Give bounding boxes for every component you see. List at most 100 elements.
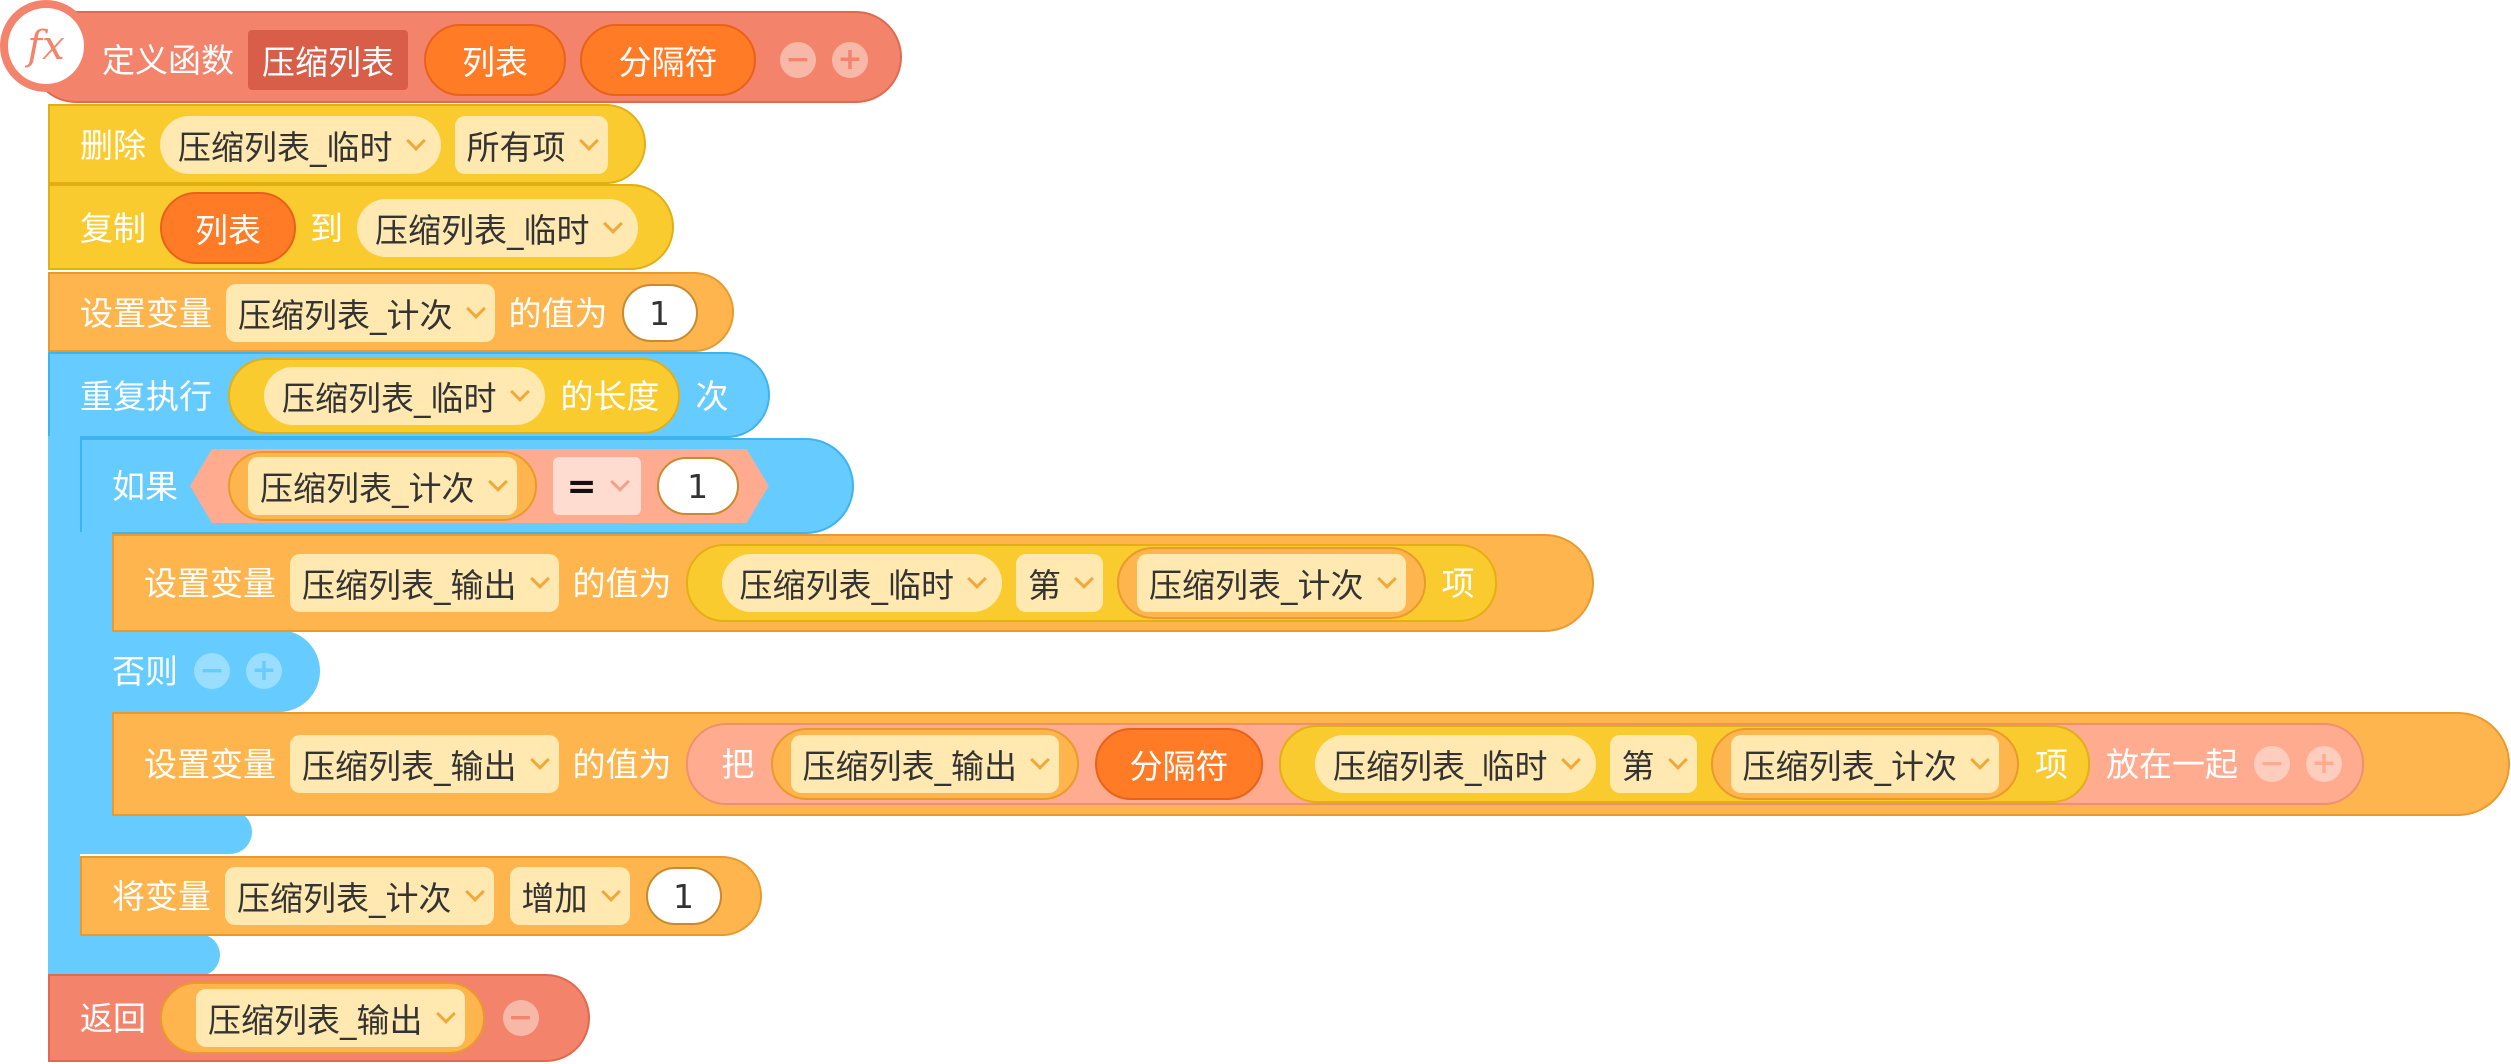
nth-dropdown[interactable]: 第: [1016, 554, 1103, 612]
chevron-down-icon: [509, 382, 530, 402]
add-branch-button[interactable]: +: [246, 653, 282, 689]
value-input[interactable]: 1: [621, 284, 698, 342]
repeat-block-arm: [48, 436, 80, 972]
variable-reporter[interactable]: 压缩列表_计次: [228, 451, 537, 521]
variable-dropdown-label: 压缩列表_输出: [802, 747, 1018, 786]
compare-value-input[interactable]: 1: [657, 457, 739, 515]
separator-param-reporter[interactable]: 分隔符: [1095, 728, 1263, 800]
list-param-reporter[interactable]: 列表: [160, 192, 296, 264]
list-dropdown-label: 压缩列表_临时: [1333, 747, 1548, 786]
variable-dropdown-label: 压缩列表_计次: [1742, 747, 1958, 786]
operator-dropdown[interactable]: =: [553, 457, 641, 515]
variable-dropdown-label: 压缩列表_计次: [237, 879, 452, 918]
join-reporter[interactable]: 把 压缩列表_输出 分隔符 压缩列表_临时 第 压缩列表_计次: [685, 723, 2364, 805]
add-join-item-button[interactable]: +: [2306, 746, 2342, 782]
chevron-down-icon: [435, 1004, 456, 1024]
remove-return-button[interactable]: −: [502, 1000, 539, 1036]
variable-dropdown[interactable]: 压缩列表_计次: [1137, 554, 1406, 612]
chevron-down-icon: [1970, 750, 1990, 770]
change-variable-row: 将变量 压缩列表_计次 增加 1: [112, 865, 722, 927]
chevron-down-icon: [602, 214, 623, 234]
function-name-field[interactable]: 压缩列表: [248, 30, 408, 90]
chevron-down-icon: [529, 569, 550, 589]
return-label: 返回: [80, 998, 146, 1038]
chevron-down-icon: [1030, 750, 1050, 770]
variable-dropdown[interactable]: 压缩列表_计次: [225, 867, 494, 925]
nth-dropdown-label: 第: [1028, 566, 1061, 605]
variable-dropdown[interactable]: 压缩列表_输出: [790, 735, 1059, 793]
then-set-row: 设置变量 压缩列表_输出 的值为 压缩列表_临时 第 压缩列表_计次 项: [144, 544, 1497, 622]
list-dropdown[interactable]: 压缩列表_临时: [357, 199, 638, 257]
join-label: 把: [721, 744, 755, 784]
item-label: 项: [1441, 563, 1475, 603]
else-label-row: 否则 − +: [112, 640, 282, 702]
variable-dropdown-label: 压缩列表_计次: [1149, 566, 1364, 605]
list-dropdown[interactable]: 压缩列表_临时: [721, 554, 1002, 612]
variable-dropdown-label: 压缩列表_输出: [302, 747, 517, 786]
variable-dropdown[interactable]: 压缩列表_输出: [290, 735, 559, 793]
item-label: 项: [2035, 744, 2068, 784]
chevron-down-icon: [488, 472, 508, 492]
set-variable-label: 设置变量: [144, 744, 276, 784]
if-row: 如果 压缩列表_计次 = 1: [112, 449, 769, 523]
together-label: 放在一起: [2106, 744, 2238, 784]
nth-dropdown[interactable]: 第: [1609, 735, 1697, 793]
variable-dropdown[interactable]: 压缩列表_输出: [196, 989, 465, 1047]
variable-dropdown[interactable]: 压缩列表_计次: [248, 457, 517, 515]
variable-dropdown-label: 压缩列表_计次: [260, 469, 475, 508]
change-value-input[interactable]: 1: [645, 867, 722, 925]
list-dropdown-label: 压缩列表_临时: [282, 379, 497, 418]
delete-row: 删除 压缩列表_临时 所有项: [80, 114, 608, 176]
else-set-row: 设置变量 压缩列表_输出 的值为 把 压缩列表_输出 分隔符 压缩列表_临时 第: [144, 723, 2364, 805]
delete-label: 删除: [80, 125, 146, 165]
chevron-down-icon: [464, 882, 485, 902]
chevron-down-icon: [967, 569, 987, 589]
length-label: 的长度: [560, 376, 660, 416]
index-reporter[interactable]: 压缩列表_计次: [1710, 728, 2019, 800]
change-operation-dropdown[interactable]: 增加: [509, 867, 630, 925]
nth-dropdown-label: 第: [1621, 747, 1655, 786]
variable-dropdown[interactable]: 压缩列表_计次: [226, 284, 495, 342]
chevron-down-icon: [465, 299, 486, 319]
list-item-reporter[interactable]: 压缩列表_临时 第 压缩列表_计次 项: [1279, 725, 2090, 803]
list-dropdown[interactable]: 压缩列表_临时: [264, 367, 545, 425]
return-value-reporter[interactable]: 压缩列表_输出: [160, 982, 485, 1054]
chevron-down-icon: [405, 131, 426, 151]
list-dropdown[interactable]: 压缩列表_临时: [1315, 735, 1596, 793]
list-dropdown[interactable]: 压缩列表_临时: [160, 116, 441, 174]
value-label: 的值为: [572, 563, 672, 603]
chevron-down-icon: [578, 131, 599, 151]
copy-row: 复制 列表 到 压缩列表_临时: [80, 192, 638, 264]
compare-reporter[interactable]: 压缩列表_计次 = 1: [190, 449, 769, 523]
chevron-down-icon: [1667, 750, 1688, 770]
index-reporter[interactable]: 压缩列表_计次: [1117, 547, 1426, 619]
variable-dropdown-label: 压缩列表_计次: [238, 296, 453, 335]
param-separator[interactable]: 分隔符: [580, 24, 756, 96]
remove-join-item-button[interactable]: −: [2254, 746, 2290, 782]
repeat-label: 重复执行: [80, 376, 212, 416]
variable-reporter[interactable]: 压缩列表_输出: [770, 728, 1079, 800]
list-length-reporter[interactable]: 压缩列表_临时 的长度: [228, 358, 680, 434]
variable-dropdown[interactable]: 压缩列表_计次: [1730, 735, 1999, 793]
remove-branch-button[interactable]: −: [194, 653, 230, 689]
variable-dropdown[interactable]: 压缩列表_输出: [290, 554, 559, 612]
return-row: 返回 压缩列表_输出 −: [80, 981, 539, 1055]
repeat-row: 重复执行 压缩列表_临时 的长度 次: [80, 358, 729, 434]
remove-param-button[interactable]: −: [780, 42, 816, 78]
value-label: 的值为: [572, 744, 672, 784]
times-label: 次: [695, 376, 729, 416]
variable-dropdown-label: 压缩列表_输出: [302, 566, 517, 605]
list-item-reporter[interactable]: 压缩列表_临时 第 压缩列表_计次 项: [685, 544, 1497, 622]
item-dropdown-label: 所有项: [466, 128, 566, 167]
item-dropdown[interactable]: 所有项: [454, 116, 608, 174]
set-variable-label: 设置变量: [80, 293, 212, 333]
change-variable-label: 将变量: [112, 876, 211, 916]
param-list[interactable]: 列表: [424, 24, 566, 96]
list-dropdown-label: 压缩列表_临时: [375, 211, 590, 250]
if-label: 如果: [112, 466, 178, 506]
variable-dropdown-label: 压缩列表_输出: [208, 1001, 423, 1040]
add-param-button[interactable]: +: [832, 42, 868, 78]
define-row: 定义函数 压缩列表 列表 分隔符 − +: [102, 24, 868, 96]
chevron-down-icon: [1560, 750, 1581, 770]
list-dropdown-label: 压缩列表_临时: [739, 566, 955, 605]
